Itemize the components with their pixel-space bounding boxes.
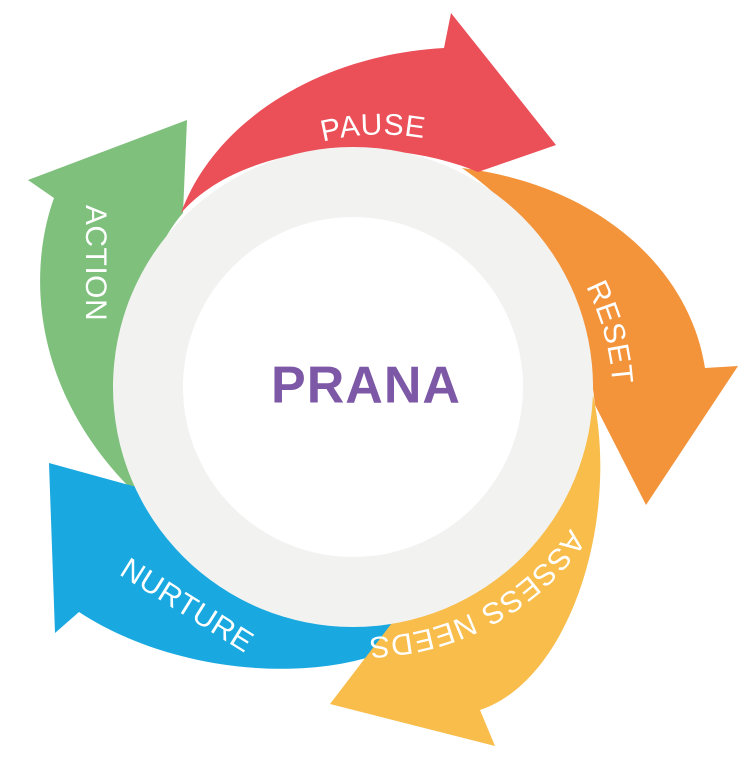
pause-label-path: PAUSE [317,108,427,148]
inner-circle [183,217,523,557]
assess-needs-arrow [330,395,601,746]
action-label: ACTION [79,205,112,321]
pause-label: PAUSE [317,108,427,148]
pause-arrow [181,13,556,213]
stage-pause [181,13,556,213]
stage-reset [462,168,738,505]
center-title: PRANA [271,357,461,415]
stage-assess-needs [330,395,601,746]
center-hub: PRANA [113,147,593,627]
reset-arrow [462,168,738,505]
